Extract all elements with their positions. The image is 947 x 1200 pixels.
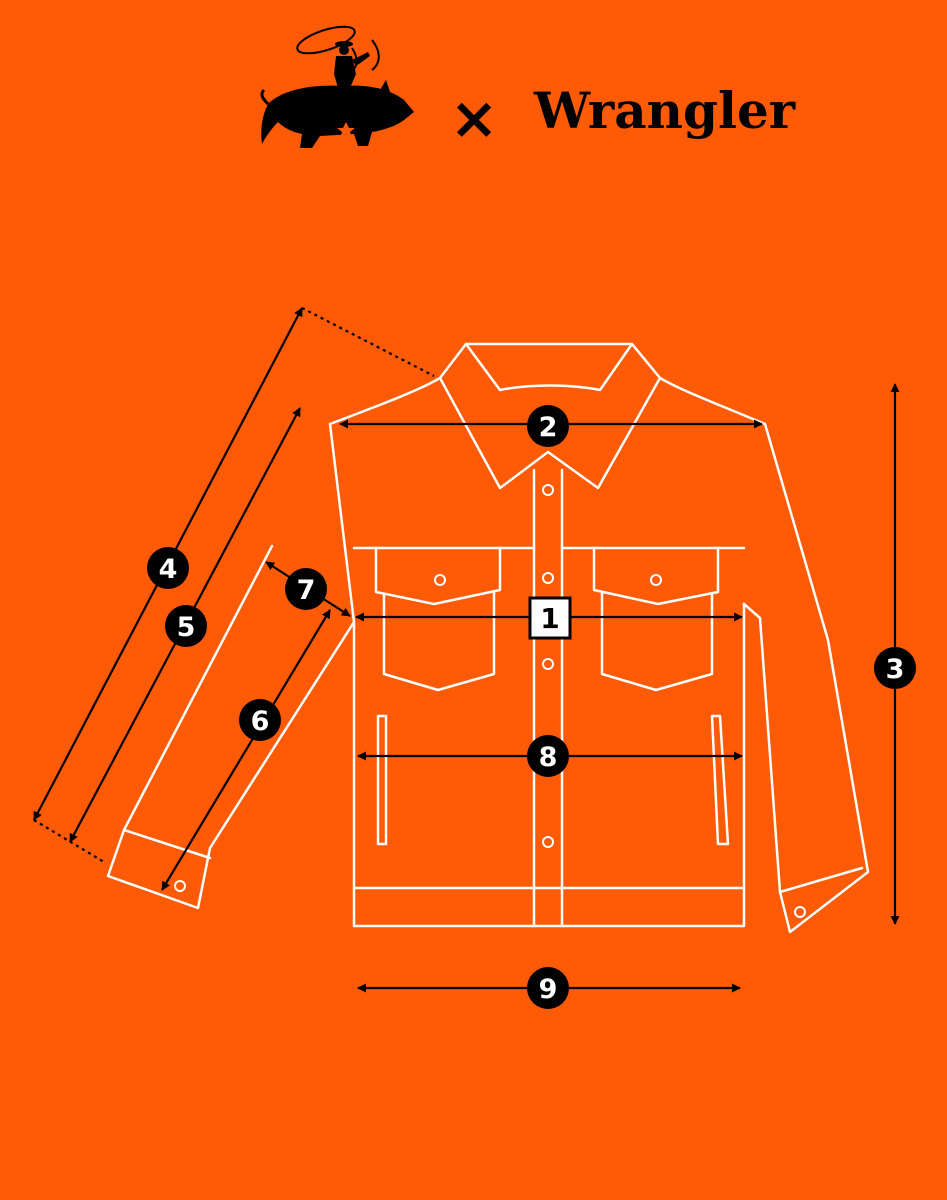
jacket-body — [352, 602, 746, 928]
svg-text:4: 4 — [159, 554, 178, 585]
badge-8: 8 — [527, 735, 569, 777]
svg-text:1: 1 — [540, 602, 559, 635]
chest-pocket-left — [374, 546, 502, 692]
placket-buttons — [542, 484, 554, 848]
svg-text:2: 2 — [539, 412, 558, 443]
badge-1: 1 — [528, 596, 572, 640]
measurement-badges: 1 2 3 4 5 6 7 8 — [147, 405, 916, 1009]
cuff-button-left — [174, 880, 186, 892]
svg-text:8: 8 — [539, 742, 558, 773]
hand-pocket-right — [710, 714, 730, 846]
svg-text:9: 9 — [539, 974, 558, 1005]
measure-line-6 — [161, 609, 331, 891]
header: × Wrangler — [260, 25, 796, 152]
sleeve-left — [106, 422, 356, 910]
boar-rider-logo-icon — [260, 25, 414, 148]
badge-6: 6 — [239, 699, 281, 741]
svg-text:3: 3 — [886, 654, 905, 685]
hand-pocket-left — [376, 714, 388, 846]
jacket-collar — [438, 342, 662, 490]
jacket-placket — [532, 468, 564, 928]
svg-text:7: 7 — [297, 575, 316, 606]
svg-text:6: 6 — [251, 706, 270, 737]
jacket-outline — [106, 342, 870, 934]
chest-pocket-right — [592, 546, 720, 692]
badge-9: 9 — [527, 967, 569, 1009]
badge-3: 3 — [874, 647, 916, 689]
cuff-button-right — [794, 906, 806, 918]
svg-text:5: 5 — [177, 612, 196, 643]
measurement-lines — [33, 307, 900, 993]
sleeve-right — [742, 422, 870, 934]
badge-2: 2 — [527, 405, 569, 447]
badge-7: 7 — [285, 568, 327, 610]
badge-5: 5 — [165, 605, 207, 647]
separator-cross: × — [450, 84, 499, 152]
badge-4: 4 — [147, 547, 189, 589]
jacket-yoke — [328, 376, 767, 426]
brand-wordmark: Wrangler — [533, 81, 796, 140]
